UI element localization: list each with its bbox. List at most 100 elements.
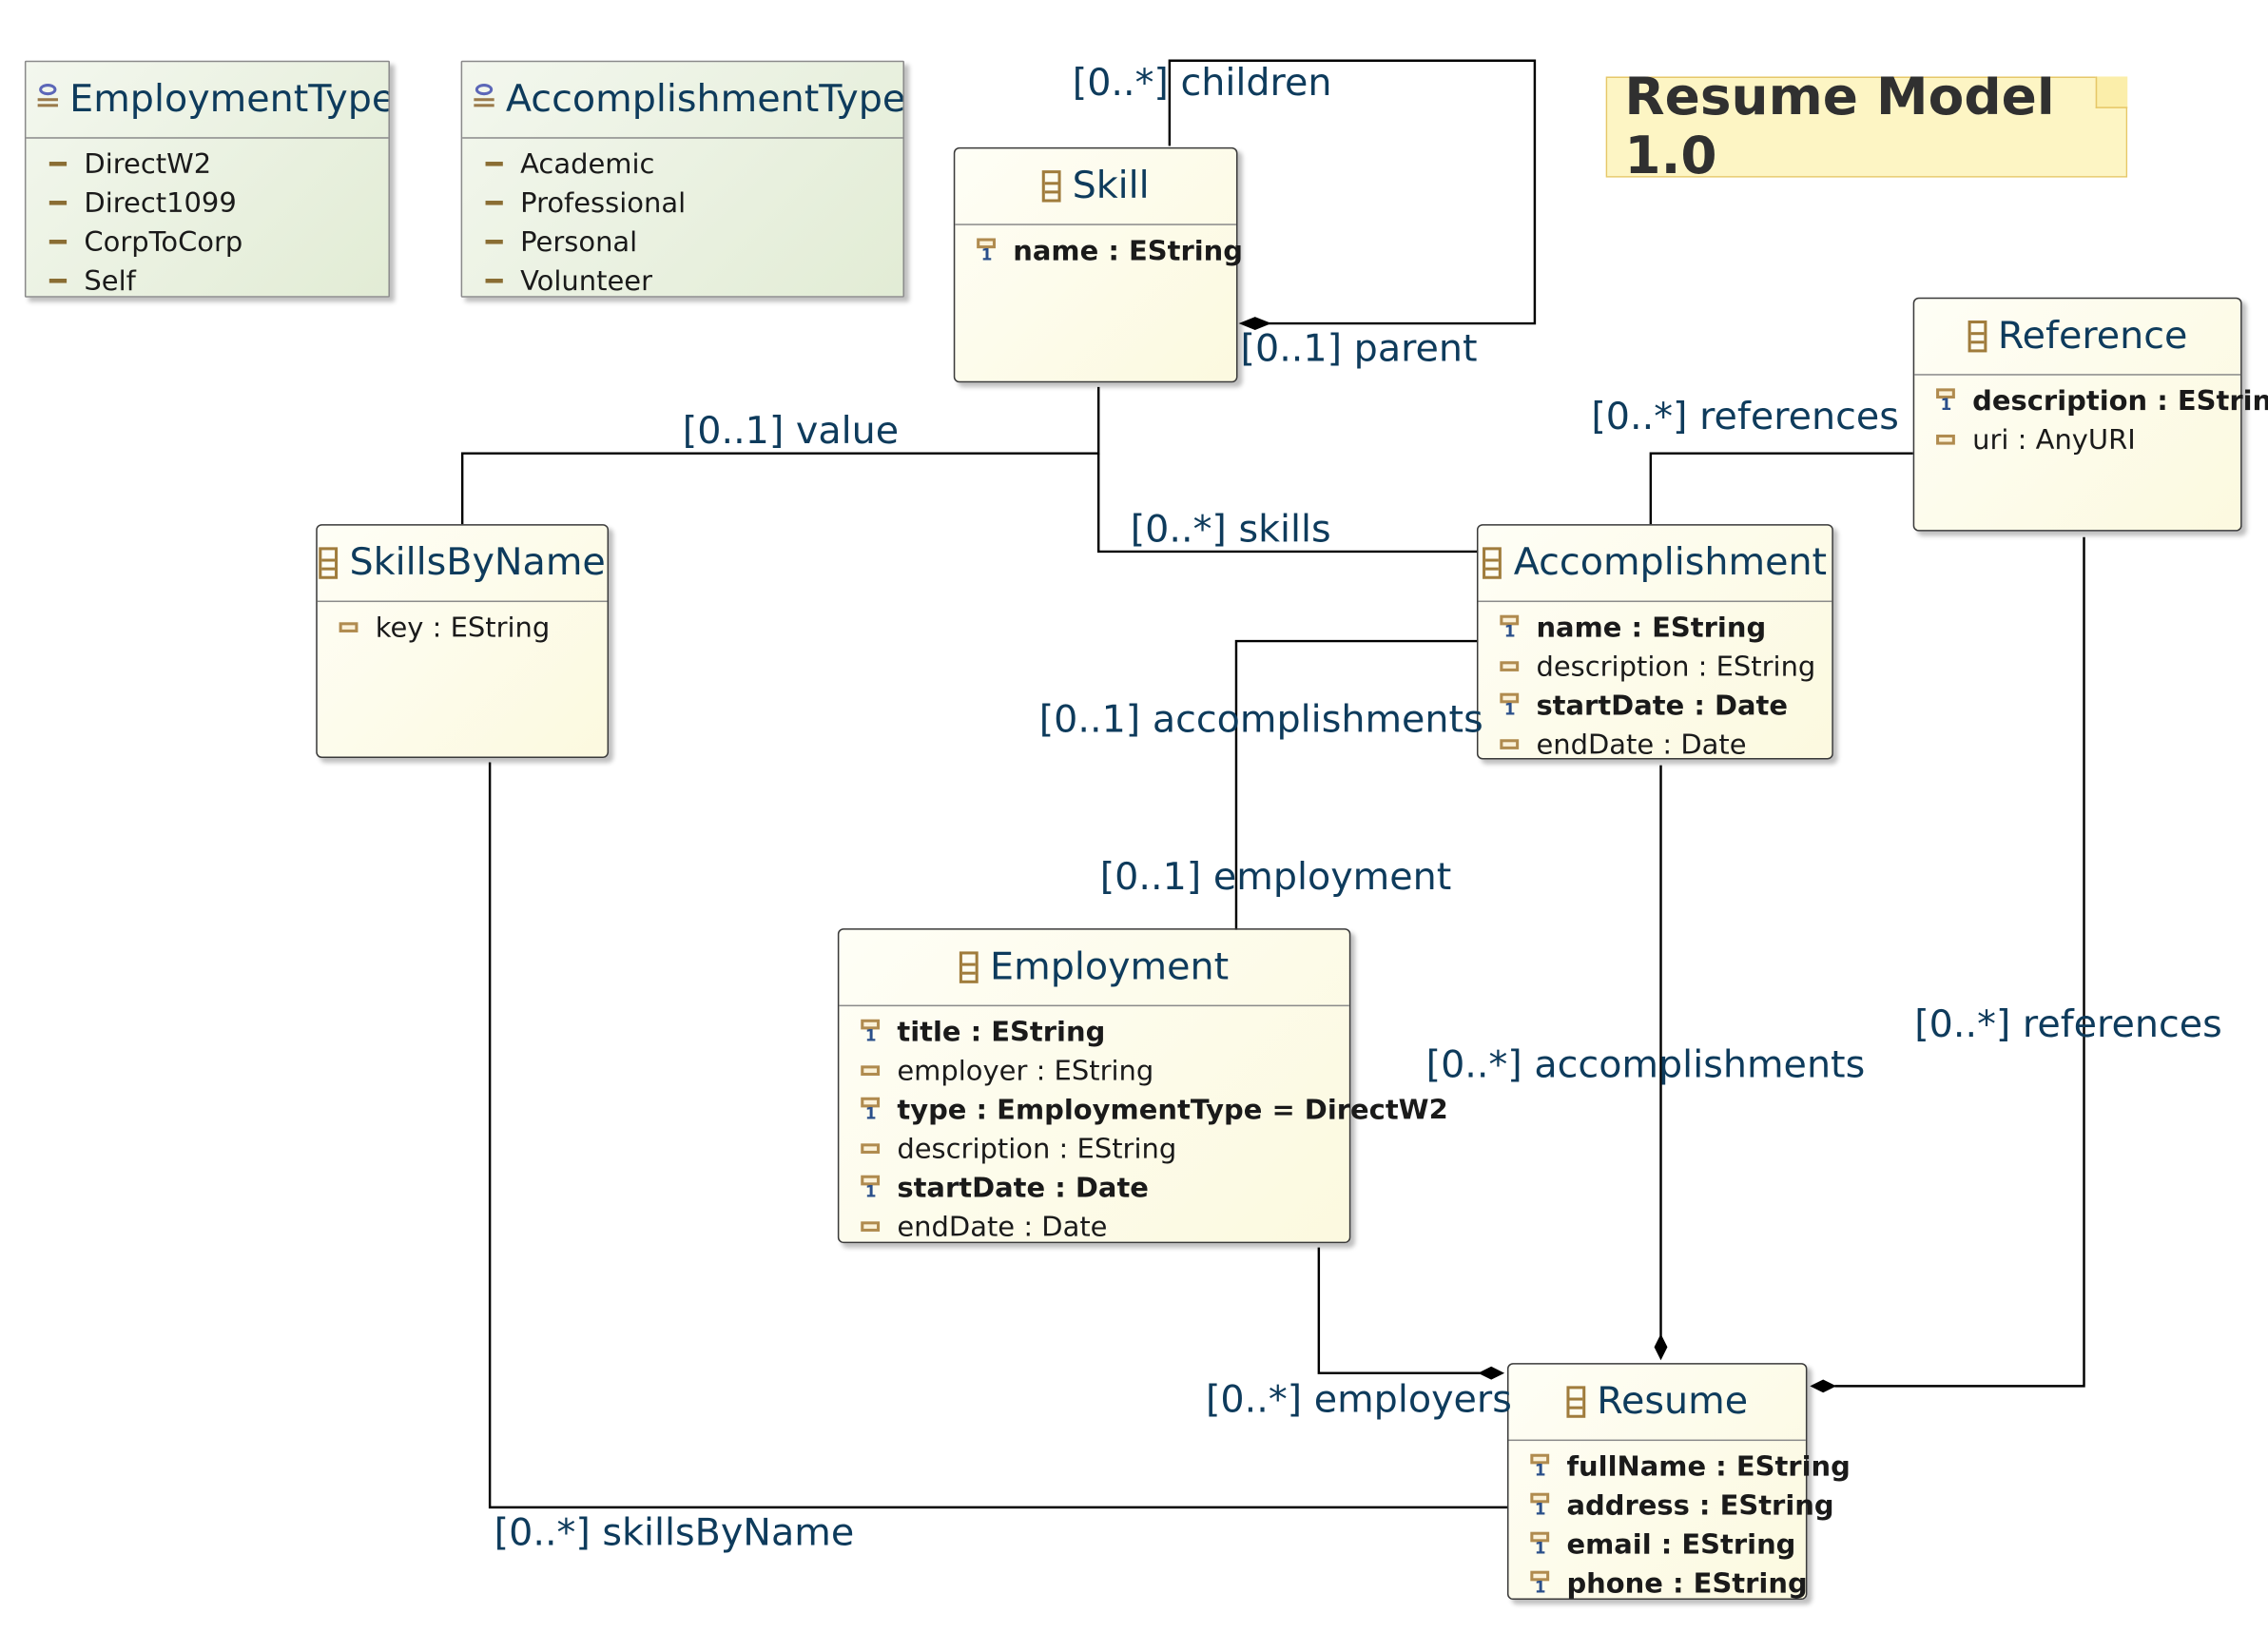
enumeration-icon [474, 83, 494, 117]
enum-accomplishment-type[interactable]: AccomplishmentType Academic Professional… [460, 60, 904, 301]
class-name: Accomplishment [1513, 541, 1828, 585]
edge-label-accomplishments: [0..*] accomplishments [1425, 1043, 1866, 1088]
note-fold-corner [2095, 76, 2128, 108]
edge-children-parent [1168, 59, 1537, 325]
class-employment[interactable]: Employment title : EString employer : ES… [837, 928, 1448, 1246]
attribute-icon [860, 1058, 882, 1083]
composition-diamond-resume-top [1654, 1333, 1668, 1361]
diagram-title-note[interactable]: Resume Model 1.0 [1606, 76, 2128, 177]
required-attribute-icon [976, 237, 998, 263]
edge-label-references: [0..*] references [1591, 395, 1899, 439]
class-name: Employment [990, 945, 1230, 989]
class-name: Skill [1072, 165, 1150, 208]
edge-skills [1096, 453, 1479, 554]
class-name: Resume [1597, 1380, 1749, 1424]
literal-icon [485, 240, 503, 244]
edge-employers [1317, 1247, 1482, 1374]
class-icon [960, 951, 979, 983]
attribute-row: employer : EString [839, 1051, 1348, 1090]
class-icon [1967, 321, 1987, 353]
attribute-icon [338, 614, 360, 640]
edge-label-parent: [0..1] parent [1240, 327, 1478, 372]
class-reference[interactable]: Reference description : EString uri : An… [1912, 297, 2268, 532]
class-icon [319, 547, 339, 579]
class-skills-by-name[interactable]: SkillsByName key : EString [316, 524, 610, 759]
enum-literal: Direct1099 [26, 184, 388, 223]
edge-label-value: [0..1] value [682, 410, 900, 454]
edge-skills-by-name [488, 762, 1507, 1509]
enum-literal: Academic [462, 145, 902, 184]
attribute-row: type : EmploymentType = DirectW2 [839, 1090, 1448, 1129]
class-icon [1566, 1386, 1586, 1418]
enum-literal: Personal [462, 223, 902, 262]
enumeration-icon [37, 83, 58, 117]
required-attribute-icon [860, 1019, 882, 1044]
edge-label-skills: [0..*] skills [1130, 508, 1331, 552]
attribute-row: email : EString [1508, 1525, 1805, 1564]
attribute-icon [1499, 731, 1522, 757]
attribute-icon [860, 1136, 882, 1161]
literal-icon [48, 240, 68, 244]
enum-name: EmploymentType [69, 77, 389, 122]
required-attribute-icon [1935, 387, 1958, 414]
attribute-row: name : EString [955, 231, 1243, 270]
attribute-row: endDate : Date [1478, 725, 1832, 764]
edge-label-skills-by-name: [0..*] skillsByName [494, 1511, 855, 1555]
attribute-row: phone : EString [1508, 1564, 1808, 1603]
enum-employment-type[interactable]: EmploymentType DirectW2 Direct1099 CorpT… [24, 60, 390, 301]
attribute-icon [1499, 653, 1522, 679]
attribute-row: name : EString [1478, 608, 1832, 647]
literal-icon [48, 278, 68, 283]
enum-literal: Volunteer [462, 262, 902, 301]
literal-icon [48, 162, 68, 166]
attribute-row: startDate : Date [839, 1168, 1348, 1207]
enum-literal: DirectW2 [26, 145, 388, 184]
edge-value [460, 386, 1100, 525]
required-attribute-icon [860, 1096, 882, 1122]
edge-label-children: [0..*] children [1072, 62, 1332, 106]
required-attribute-icon [1529, 1452, 1552, 1479]
attribute-row: description : EString [1478, 647, 1832, 686]
composition-diamond-skill [1238, 317, 1272, 330]
composition-diamond-resume-left [1478, 1366, 1505, 1380]
edge-label-references: [0..*] references [1914, 1003, 2222, 1047]
attribute-icon [1935, 427, 1958, 453]
edge-references-accomplishment [1649, 452, 1913, 525]
required-attribute-icon [1529, 1530, 1552, 1557]
edge-accomplishments-employment [1234, 639, 1479, 932]
enum-literal: Self [26, 262, 388, 301]
edge-label-employment: [0..1] employment [1099, 856, 1452, 900]
class-skill[interactable]: Skill name : EString [953, 146, 1243, 383]
required-attribute-icon [1499, 613, 1522, 640]
attribute-row: endDate : Date [839, 1207, 1348, 1246]
attribute-row: description : EString [1914, 381, 2268, 420]
class-resume[interactable]: Resume fullName : EString address : EStr… [1506, 1363, 1851, 1603]
attribute-row: title : EString [839, 1012, 1348, 1051]
attribute-row: startDate : Date [1478, 686, 1832, 725]
literal-icon [485, 201, 503, 205]
edge-label-accomplishments: [0..1] accomplishments [1038, 698, 1483, 743]
attribute-icon [860, 1214, 882, 1239]
enum-name: AccomplishmentType [505, 77, 903, 122]
attribute-row: uri : AnyURI [1914, 420, 2240, 459]
literal-icon [485, 162, 503, 166]
class-name: Reference [1997, 314, 2188, 359]
required-attribute-icon [1529, 1569, 1552, 1596]
edge-label-employers: [0..*] employers [1205, 1378, 1512, 1423]
class-icon [1483, 547, 1502, 579]
composition-diamond-resume-right [1810, 1379, 1837, 1393]
attribute-row: key : EString [318, 608, 608, 647]
required-attribute-icon [1529, 1491, 1552, 1518]
required-attribute-icon [1499, 691, 1522, 718]
literal-icon [48, 201, 68, 205]
literal-icon [485, 278, 503, 283]
class-icon [1041, 170, 1061, 203]
attribute-row: fullName : EString [1508, 1447, 1851, 1486]
enum-literal: Professional [462, 184, 902, 223]
class-accomplishment[interactable]: Accomplishment name : EString descriptio… [1476, 524, 1833, 760]
edge-references-resume [1834, 536, 2085, 1388]
diagram-title: Resume Model 1.0 [1624, 68, 2055, 186]
enum-literal: CorpToCorp [26, 223, 388, 262]
